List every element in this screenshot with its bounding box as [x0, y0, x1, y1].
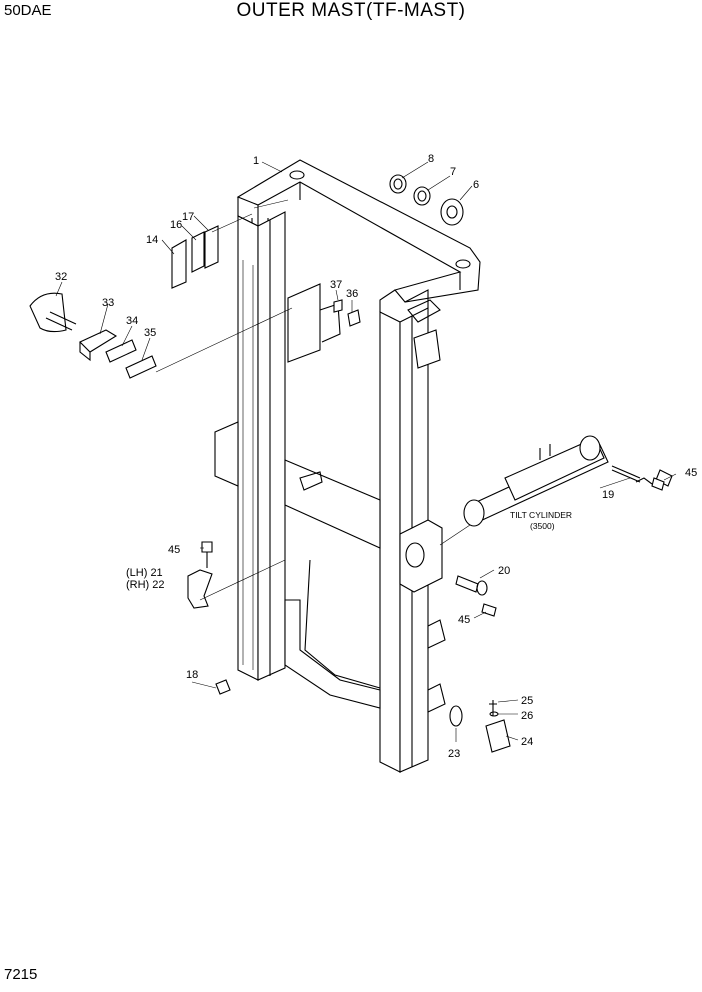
page-number: 7215	[4, 966, 38, 983]
callout-32: 32	[55, 271, 67, 283]
tilt-cylinder	[463, 435, 673, 527]
callout-23: 23	[448, 748, 460, 760]
parts	[29, 174, 665, 753]
callout-14: 14	[146, 234, 158, 246]
callout-7: 7	[450, 166, 456, 178]
callout-16: 16	[170, 219, 182, 231]
callout-37: 37	[330, 279, 342, 291]
model-code: 50DAE	[4, 2, 52, 19]
callout-45-tilt: 45	[685, 467, 697, 479]
callout-35: 35	[144, 327, 156, 339]
callout-34: 34	[126, 315, 138, 327]
callout-45-left: 45	[168, 544, 180, 556]
callout-18: 18	[186, 669, 198, 681]
callout-6: 6	[473, 179, 479, 191]
diagram-title: OUTER MAST(TF-MAST)	[236, 0, 466, 21]
leader-lines	[55, 161, 677, 742]
callout-25: 25	[521, 695, 533, 707]
note-tilt-cylinder: TILT CYLINDER	[510, 510, 572, 520]
callout-24: 24	[521, 736, 533, 748]
outer-mast-frame	[214, 159, 481, 773]
callout-labels: 1 8 7 6 17 16 14 32 33 34 35 37 36 45 19…	[55, 153, 697, 760]
callout-1: 1	[253, 155, 259, 167]
callout-8: 8	[428, 153, 434, 165]
note-tilt-cylinder-spec: (3500)	[530, 521, 555, 531]
callout-19: 19	[602, 489, 614, 501]
callout-20: 20	[498, 565, 510, 577]
callout-33: 33	[102, 297, 114, 309]
callout-26: 26	[521, 710, 533, 722]
callout-36: 36	[346, 288, 358, 300]
callout-45-right: 45	[458, 614, 470, 626]
callout-21-lh: (LH) 21	[126, 567, 163, 579]
callout-17: 17	[182, 211, 194, 223]
callout-22-rh: (RH) 22	[126, 579, 165, 591]
